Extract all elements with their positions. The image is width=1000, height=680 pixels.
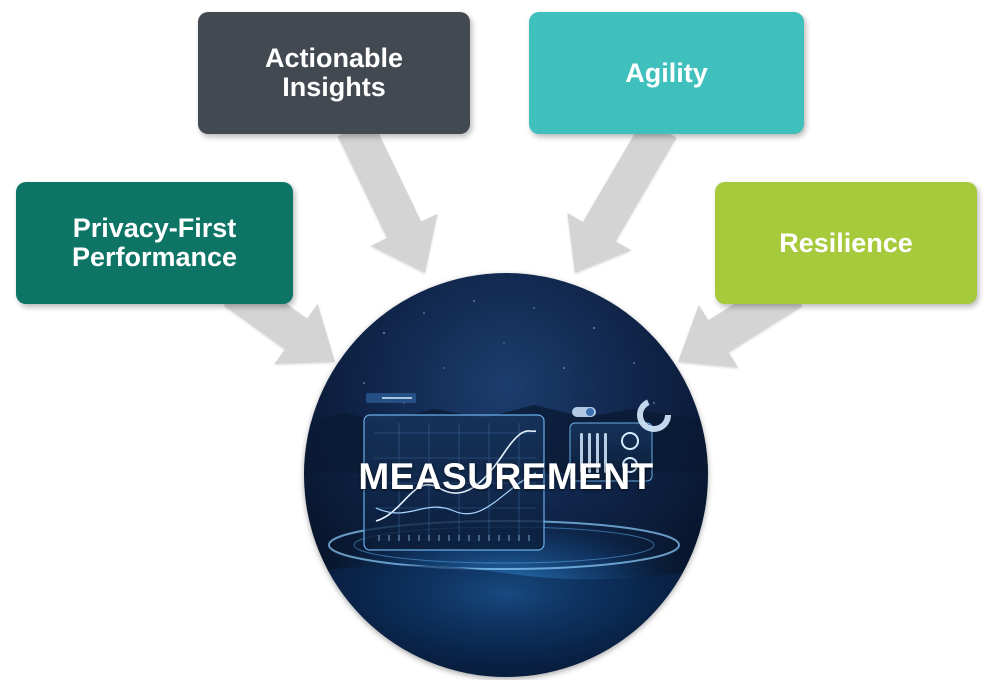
chart-panel: [363, 414, 545, 551]
slider-bars: [580, 433, 607, 473]
chart-ticks: [378, 535, 530, 541]
ground: [304, 565, 708, 677]
measurement-hub: MEASUREMENT: [304, 273, 708, 677]
arrow-agility: [567, 118, 677, 274]
knob-1: [621, 432, 639, 450]
chart-curve-1: [375, 430, 537, 522]
chart-curve-2: [375, 472, 537, 515]
pillar-actionable-insights: Actionable Insights: [198, 12, 470, 134]
dashboard-illustration: [304, 300, 708, 677]
donut-ring: [637, 398, 671, 432]
pillar-resilience: Resilience: [715, 182, 977, 304]
knob-2: [622, 457, 638, 473]
arrow-insights: [337, 119, 438, 273]
pillar-agility: Agility: [529, 12, 804, 134]
pillar-label: Privacy-First Performance: [71, 213, 238, 272]
chart-grid: [374, 423, 536, 535]
pillar-label: Actionable Insights: [264, 43, 404, 102]
center-label: MEASUREMENT: [358, 456, 654, 497]
pillar-label: Resilience: [779, 227, 913, 258]
pillar-privacy-first-performance: Privacy-First Performance: [16, 182, 293, 304]
pillar-label: Agility: [625, 57, 708, 88]
stars: [363, 300, 655, 404]
